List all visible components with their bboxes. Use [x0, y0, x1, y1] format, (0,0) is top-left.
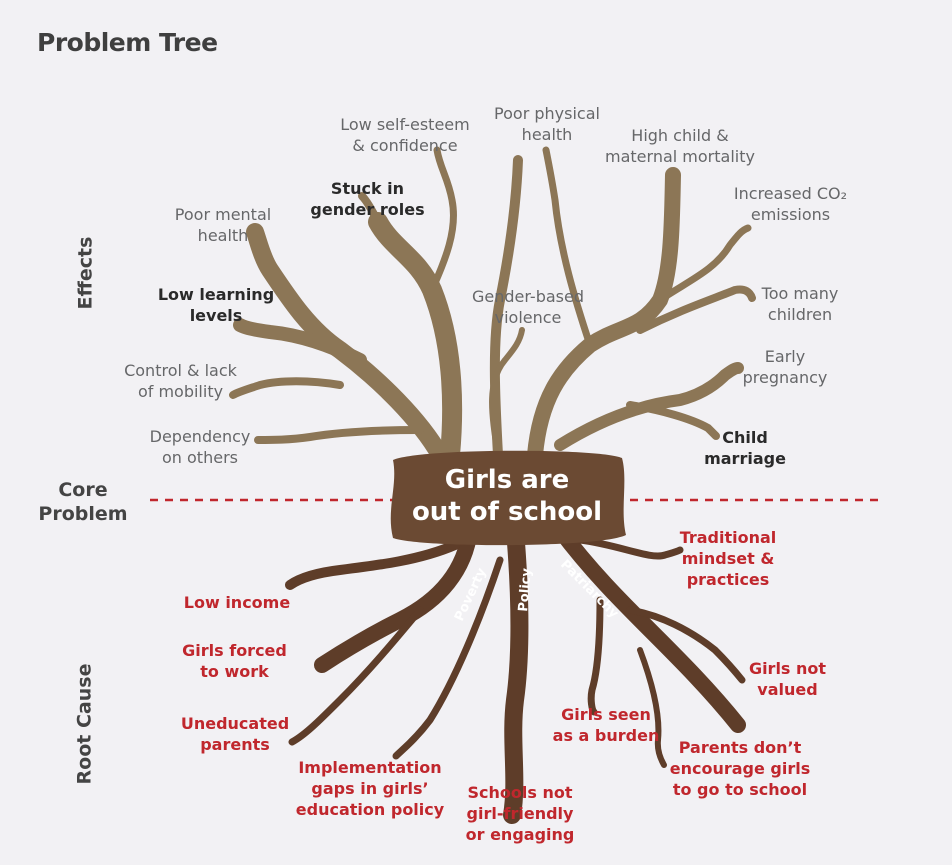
effect-line: Dependency [149, 427, 251, 446]
effect-line: on others [162, 448, 238, 467]
effect-dependency-on-others: Dependency on others [135, 426, 265, 468]
cause-line: Girls seen [561, 705, 651, 724]
cause-line: Parents don’t [678, 738, 802, 757]
effect-line: pregnancy [742, 368, 828, 387]
cause-line: valued [757, 680, 818, 699]
section-label-root-cause: Root Cause [73, 663, 96, 785]
cause-traditional-mindset: Traditional mindset & practices [668, 527, 788, 590]
cause-line: education policy [295, 800, 445, 819]
effect-line: maternal mortality [605, 147, 755, 166]
cause-line: or engaging [465, 825, 575, 844]
effect-early-pregnancy: Early pregnancy [730, 346, 840, 388]
effect-line: emissions [750, 205, 831, 224]
section-label-effects: Effects [74, 236, 97, 310]
effect-line: Increased CO₂ [733, 184, 848, 203]
core-problem-text: Girls are out of school [396, 464, 618, 528]
effect-line: Control & lack [124, 361, 237, 380]
cause-line: Girls not [748, 659, 827, 678]
cause-line: Uneducated [180, 714, 290, 733]
section-label-core-problem: Core Problem [38, 478, 128, 526]
cause-girls-seen-as-burden: Girls seen as a burden [545, 704, 667, 746]
effect-child-marriage: Child marriage [690, 427, 800, 469]
page-title: Problem Tree [37, 28, 218, 57]
cause-line: practices [686, 570, 770, 589]
effect-gender-based-violence: Gender-based violence [462, 286, 594, 328]
effect-line: & confidence [352, 136, 458, 155]
effect-line: Stuck in [330, 179, 405, 198]
cause-girls-not-valued: Girls not valued [735, 658, 840, 700]
effect-line: Poor physical [494, 104, 600, 123]
effect-line: Poor mental [174, 205, 272, 224]
cause-line: girl-friendly [466, 804, 574, 823]
cause-line: Girls forced [182, 641, 287, 660]
effect-low-learning-levels: Low learning levels [150, 284, 282, 326]
cause-line: to work [200, 662, 269, 681]
cause-line: Traditional [679, 528, 777, 547]
cause-line: Low income [183, 593, 291, 612]
effect-poor-mental-health: Poor mental health [158, 204, 288, 246]
cause-uneducated-parents: Uneducated parents [165, 713, 305, 755]
effect-increased-co2-emissions: Increased CO₂ emissions [718, 183, 863, 225]
cause-low-income: Low income [172, 592, 302, 613]
effect-high-child-maternal-mortality: High child & maternal mortality [590, 125, 770, 167]
cause-implementation-gaps: Implementation gaps in girls’ education … [285, 757, 455, 820]
cause-line: Implementation [298, 758, 442, 777]
effect-too-many-children: Too many children [745, 283, 855, 325]
cause-line: parents [200, 735, 270, 754]
effect-line: gender roles [310, 200, 425, 219]
effect-line: Too many [761, 284, 839, 303]
effect-line: health [521, 125, 573, 144]
core-label-line1: Core [58, 479, 108, 501]
effect-line: Early [764, 347, 806, 366]
effect-line: levels [189, 306, 243, 325]
effect-line: Low learning [157, 285, 275, 304]
core-problem-line2: out of school [411, 497, 603, 527]
effect-stuck-in-gender-roles: Stuck in gender roles [300, 178, 435, 220]
trunk-plaque [390, 450, 626, 546]
effect-line: High child & [631, 126, 729, 145]
root-label-policy: Policy [516, 567, 535, 612]
effect-line: violence [494, 308, 562, 327]
tree-branches [229, 146, 756, 465]
cause-parents-dont-encourage: Parents don’t encourage girls to go to s… [660, 737, 820, 800]
effect-low-self-esteem: Low self-esteem & confidence [330, 114, 480, 156]
cause-girls-forced-to-work: Girls forced to work [172, 640, 297, 682]
tree-roots [285, 521, 746, 824]
cause-line: to go to school [672, 780, 808, 799]
core-label-line2: Problem [38, 503, 128, 525]
cause-line: gaps in girls’ [311, 779, 429, 798]
effect-line: Low self-esteem [340, 115, 470, 134]
effect-line: children [767, 305, 833, 324]
cause-line: Schools not [467, 783, 573, 802]
core-problem-line1: Girls are [444, 465, 570, 495]
cause-line: mindset & [681, 549, 775, 568]
effect-poor-physical-health: Poor physical health [482, 103, 612, 145]
cause-schools-not-girl-friendly: Schools not girl-friendly or engaging [455, 782, 585, 845]
cause-line: as a burden [552, 726, 660, 745]
effect-line: of mobility [137, 382, 224, 401]
effect-line: Child [722, 428, 768, 447]
effect-line: Gender-based [471, 287, 584, 306]
effect-line: marriage [704, 449, 786, 468]
cause-line: encourage girls [669, 759, 811, 778]
effect-control-lack-of-mobility: Control & lack of mobility [108, 360, 253, 402]
effect-line: health [197, 226, 249, 245]
